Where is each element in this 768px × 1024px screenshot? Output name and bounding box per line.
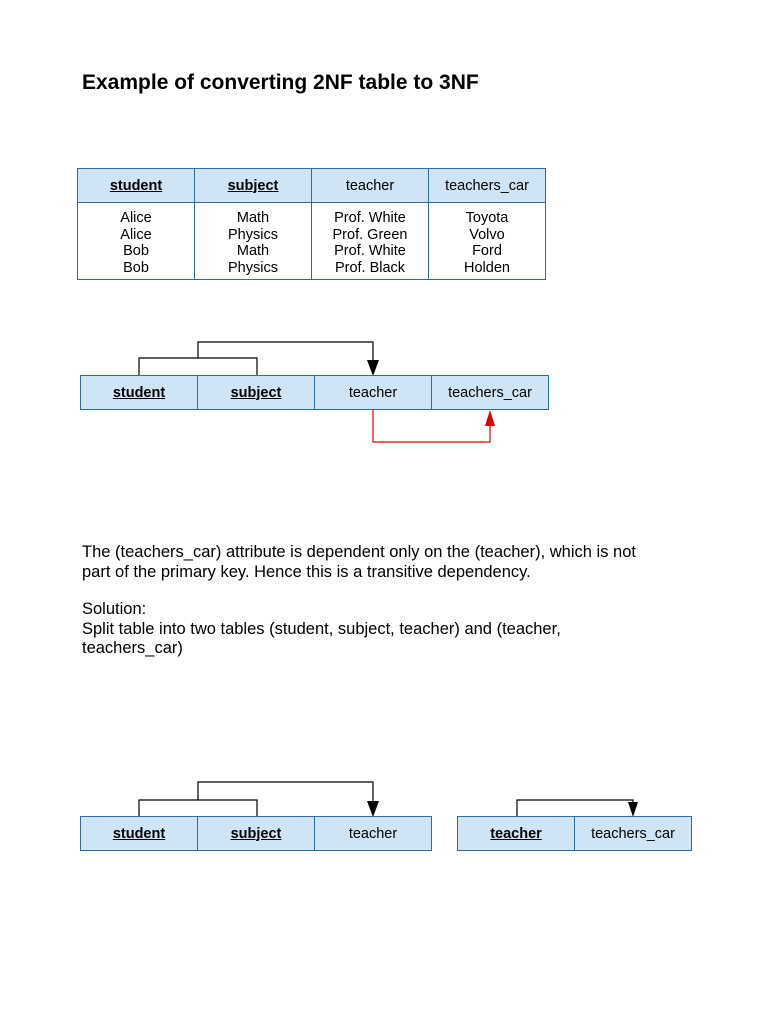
explanation-text: The (teachers_car) attribute is dependen… xyxy=(82,543,722,582)
table-cell: Prof. Green xyxy=(332,226,408,243)
table-cell: Math xyxy=(236,210,270,226)
column-teachers-car: Toyota Volvo Ford Holden xyxy=(428,202,546,280)
table-cell: Alice xyxy=(120,210,152,226)
relation-diagram-3nf-2: teacher teachers_car xyxy=(457,816,692,851)
relation-diagram-3nf-1: student subject teacher xyxy=(80,816,432,851)
header-subject: subject xyxy=(194,168,312,203)
cell-subject: subject xyxy=(197,375,315,410)
cell-subject: subject xyxy=(197,816,315,851)
solution-line-2: teachers_car) xyxy=(82,639,183,657)
table-cell: Volvo xyxy=(469,226,505,243)
cell-teachers-car: teachers_car xyxy=(574,816,692,851)
table-cell: Physics xyxy=(228,259,278,276)
header-teacher: teacher xyxy=(311,168,429,203)
cell-teachers-car: teachers_car xyxy=(431,375,549,410)
table-header-row: student subject teacher teachers_car xyxy=(77,168,546,203)
table-row: Alice Alice Bob Bob Math Physics Math Ph… xyxy=(77,202,546,280)
key-dependency-arrow-3 xyxy=(516,799,638,817)
solution-text: Solution: Split table into two tables (s… xyxy=(82,600,722,659)
solution-line-1: Split table into two tables (student, su… xyxy=(82,619,561,638)
table-cell: Toyota xyxy=(465,210,509,226)
table-cell: Alice xyxy=(120,226,152,243)
cell-teacher: teacher xyxy=(314,816,432,851)
key-dependency-arrow-2 xyxy=(138,781,379,817)
transitive-dependency-arrow xyxy=(372,410,495,443)
column-student: Alice Alice Bob Bob xyxy=(77,202,195,280)
cell-student: student xyxy=(80,375,198,410)
table-cell: Prof. White xyxy=(334,243,406,260)
cell-teacher: teacher xyxy=(457,816,575,851)
key-dependency-arrow-1 xyxy=(138,341,379,376)
table-cell: Prof. White xyxy=(334,210,406,226)
solution-heading: Solution: xyxy=(82,600,147,618)
explanation-line-1: The (teachers_car) attribute is dependen… xyxy=(82,543,636,561)
table-cell: Physics xyxy=(228,226,278,243)
table-cell: Math xyxy=(236,243,270,260)
column-subject: Math Physics Math Physics xyxy=(194,202,312,280)
table-cell: Bob xyxy=(123,243,149,260)
cell-teacher: teacher xyxy=(314,375,432,410)
unf-table: student subject teacher teachers_car Ali… xyxy=(77,168,546,280)
table-cell: Holden xyxy=(464,259,510,276)
header-teachers-car: teachers_car xyxy=(428,168,546,203)
page-title: Example of converting 2NF table to 3NF xyxy=(82,71,479,94)
relation-diagram-2nf: student subject teacher teachers_car xyxy=(80,375,549,410)
table-cell: Prof. Black xyxy=(334,259,406,276)
table-cell: Ford xyxy=(472,243,502,260)
cell-student: student xyxy=(80,816,198,851)
explanation-line-2: part of the primary key. Hence this is a… xyxy=(82,562,531,581)
table-cell: Bob xyxy=(123,259,149,276)
